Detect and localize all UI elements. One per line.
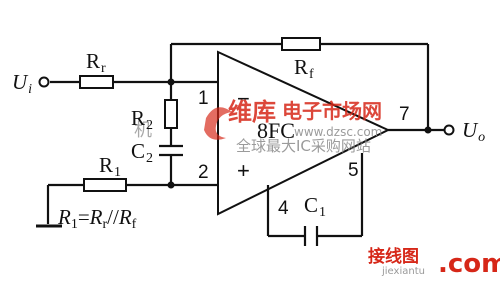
svg-text:全球最大IC采购网站: 全球最大IC采购网站 (236, 137, 371, 155)
opamp-model-label: 8FC (257, 118, 295, 143)
svg-text:机: 机 (134, 120, 152, 141)
circuit-wires (46, 42, 444, 238)
opamp-inverting-sign: − (237, 86, 250, 111)
capacitor-c1-label: C1 (304, 193, 326, 220)
resistor-r1-label: R1 (99, 153, 121, 180)
resistor-r1 (83, 178, 127, 192)
pin-7-label: 7 (399, 104, 410, 125)
output-label: Uo (462, 118, 485, 145)
svg-text:维库: 维库 (228, 98, 276, 126)
svg-text:接线图: 接线图 (368, 246, 419, 267)
resistor-rr-label: Rr (86, 49, 106, 76)
input-label: Ui (12, 70, 32, 97)
resistor-rf (281, 37, 321, 51)
junction-node-output (424, 126, 432, 134)
formula-label: R1=Rr//Rf (57, 205, 137, 232)
output-terminal (443, 124, 455, 136)
resistor-r2 (164, 99, 178, 129)
resistor-rf-label: Rf (294, 55, 314, 82)
pin-1-label: 1 (198, 88, 209, 109)
capacitor-c2 (159, 144, 183, 157)
capacitor-c1 (303, 226, 319, 246)
svg-text:jiexiantu: jiexiantu (381, 266, 425, 277)
opamp-noninverting-sign: + (237, 158, 250, 183)
junction-node-input (167, 78, 175, 86)
pin-2-label: 2 (198, 162, 209, 183)
pin-4-label: 4 (278, 198, 289, 219)
capacitor-c2-label: C2 (131, 139, 153, 166)
pin-5-label: 5 (348, 160, 359, 181)
svg-text:.com: .com (438, 249, 500, 279)
watermark-logo: 维库 电子市场网 www.dzsc.com 全球最大IC采购网站 机 (134, 98, 382, 155)
svg-text:www.dzsc.com: www.dzsc.com (294, 125, 382, 139)
opamp-triangle (217, 50, 391, 216)
svg-text:电子市场网: 电子市场网 (282, 99, 382, 123)
input-terminal (38, 76, 50, 88)
resistor-r2-label: R2 (131, 106, 153, 133)
resistor-rr (79, 75, 114, 89)
junction-node-noninverting (167, 181, 175, 189)
watermark-site: 接线图 .com jiexiantu (368, 246, 500, 279)
